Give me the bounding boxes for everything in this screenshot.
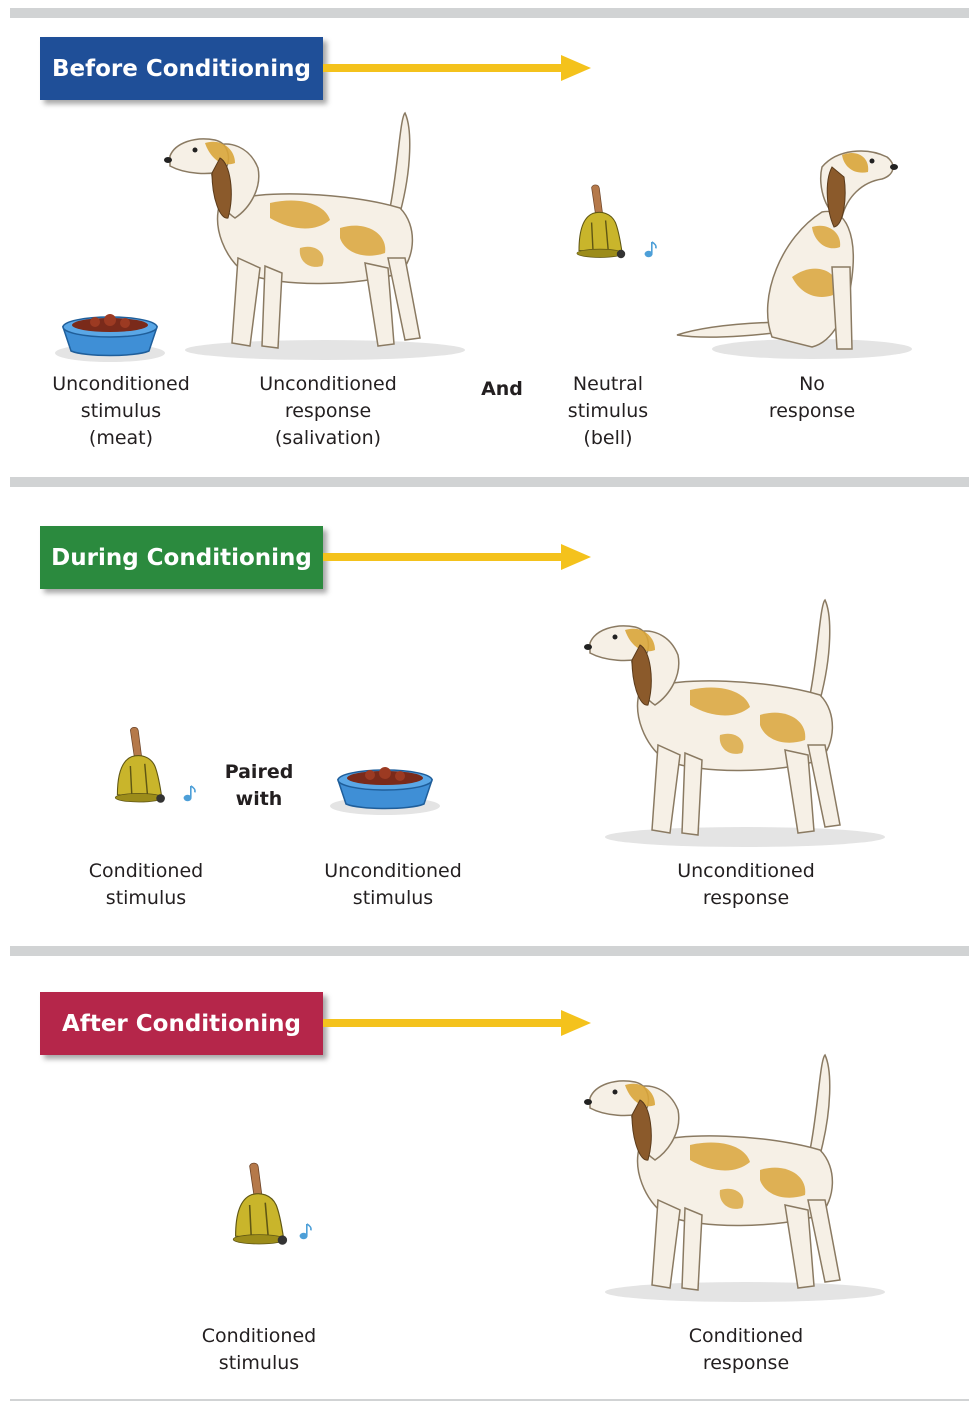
connector-and: And (481, 376, 523, 403)
connector-paired-with: Paired with (225, 759, 294, 813)
section-divider-bottom (10, 1399, 969, 1401)
section-divider-before-during (10, 477, 969, 487)
before-conditioning-banner: Before Conditioning (40, 37, 323, 100)
food-bowl-icon (330, 758, 440, 818)
music-note-icon (643, 240, 659, 260)
bell-icon (220, 1150, 298, 1260)
arrow-right-icon (323, 53, 593, 83)
standing-dog-icon (150, 108, 470, 368)
section-divider-during-after (10, 946, 969, 956)
arrow-right-icon (323, 542, 593, 572)
during-conditioning-banner: During Conditioning (40, 526, 323, 589)
music-note-icon (298, 1222, 314, 1242)
caption-unconditioned-response-salivation: Unconditioned response (salivation) (259, 371, 397, 452)
caption-unconditioned-stimulus-meat: Unconditioned stimulus (meat) (52, 371, 190, 452)
caption-conditioned-stimulus: Conditioned stimulus (89, 858, 203, 912)
caption-unconditioned-response: Unconditioned response (677, 858, 815, 912)
music-note-icon (182, 784, 198, 804)
caption-no-response: No response (769, 371, 855, 425)
section-divider-top (10, 8, 969, 18)
food-bowl-icon (55, 305, 165, 365)
caption-neutral-stimulus-bell: Neutral stimulus (bell) (568, 371, 648, 452)
sitting-dog-icon (672, 127, 912, 367)
arrow-right-icon (323, 1008, 593, 1038)
standing-dog-icon (570, 595, 890, 855)
caption-conditioned-response: Conditioned response (689, 1323, 803, 1377)
caption-unconditioned-stimulus: Unconditioned stimulus (324, 858, 462, 912)
caption-conditioned-stimulus: Conditioned stimulus (202, 1323, 316, 1377)
standing-dog-icon (570, 1050, 890, 1310)
bell-icon (103, 712, 175, 820)
after-conditioning-banner: After Conditioning (40, 992, 323, 1055)
bell-icon (565, 170, 635, 275)
